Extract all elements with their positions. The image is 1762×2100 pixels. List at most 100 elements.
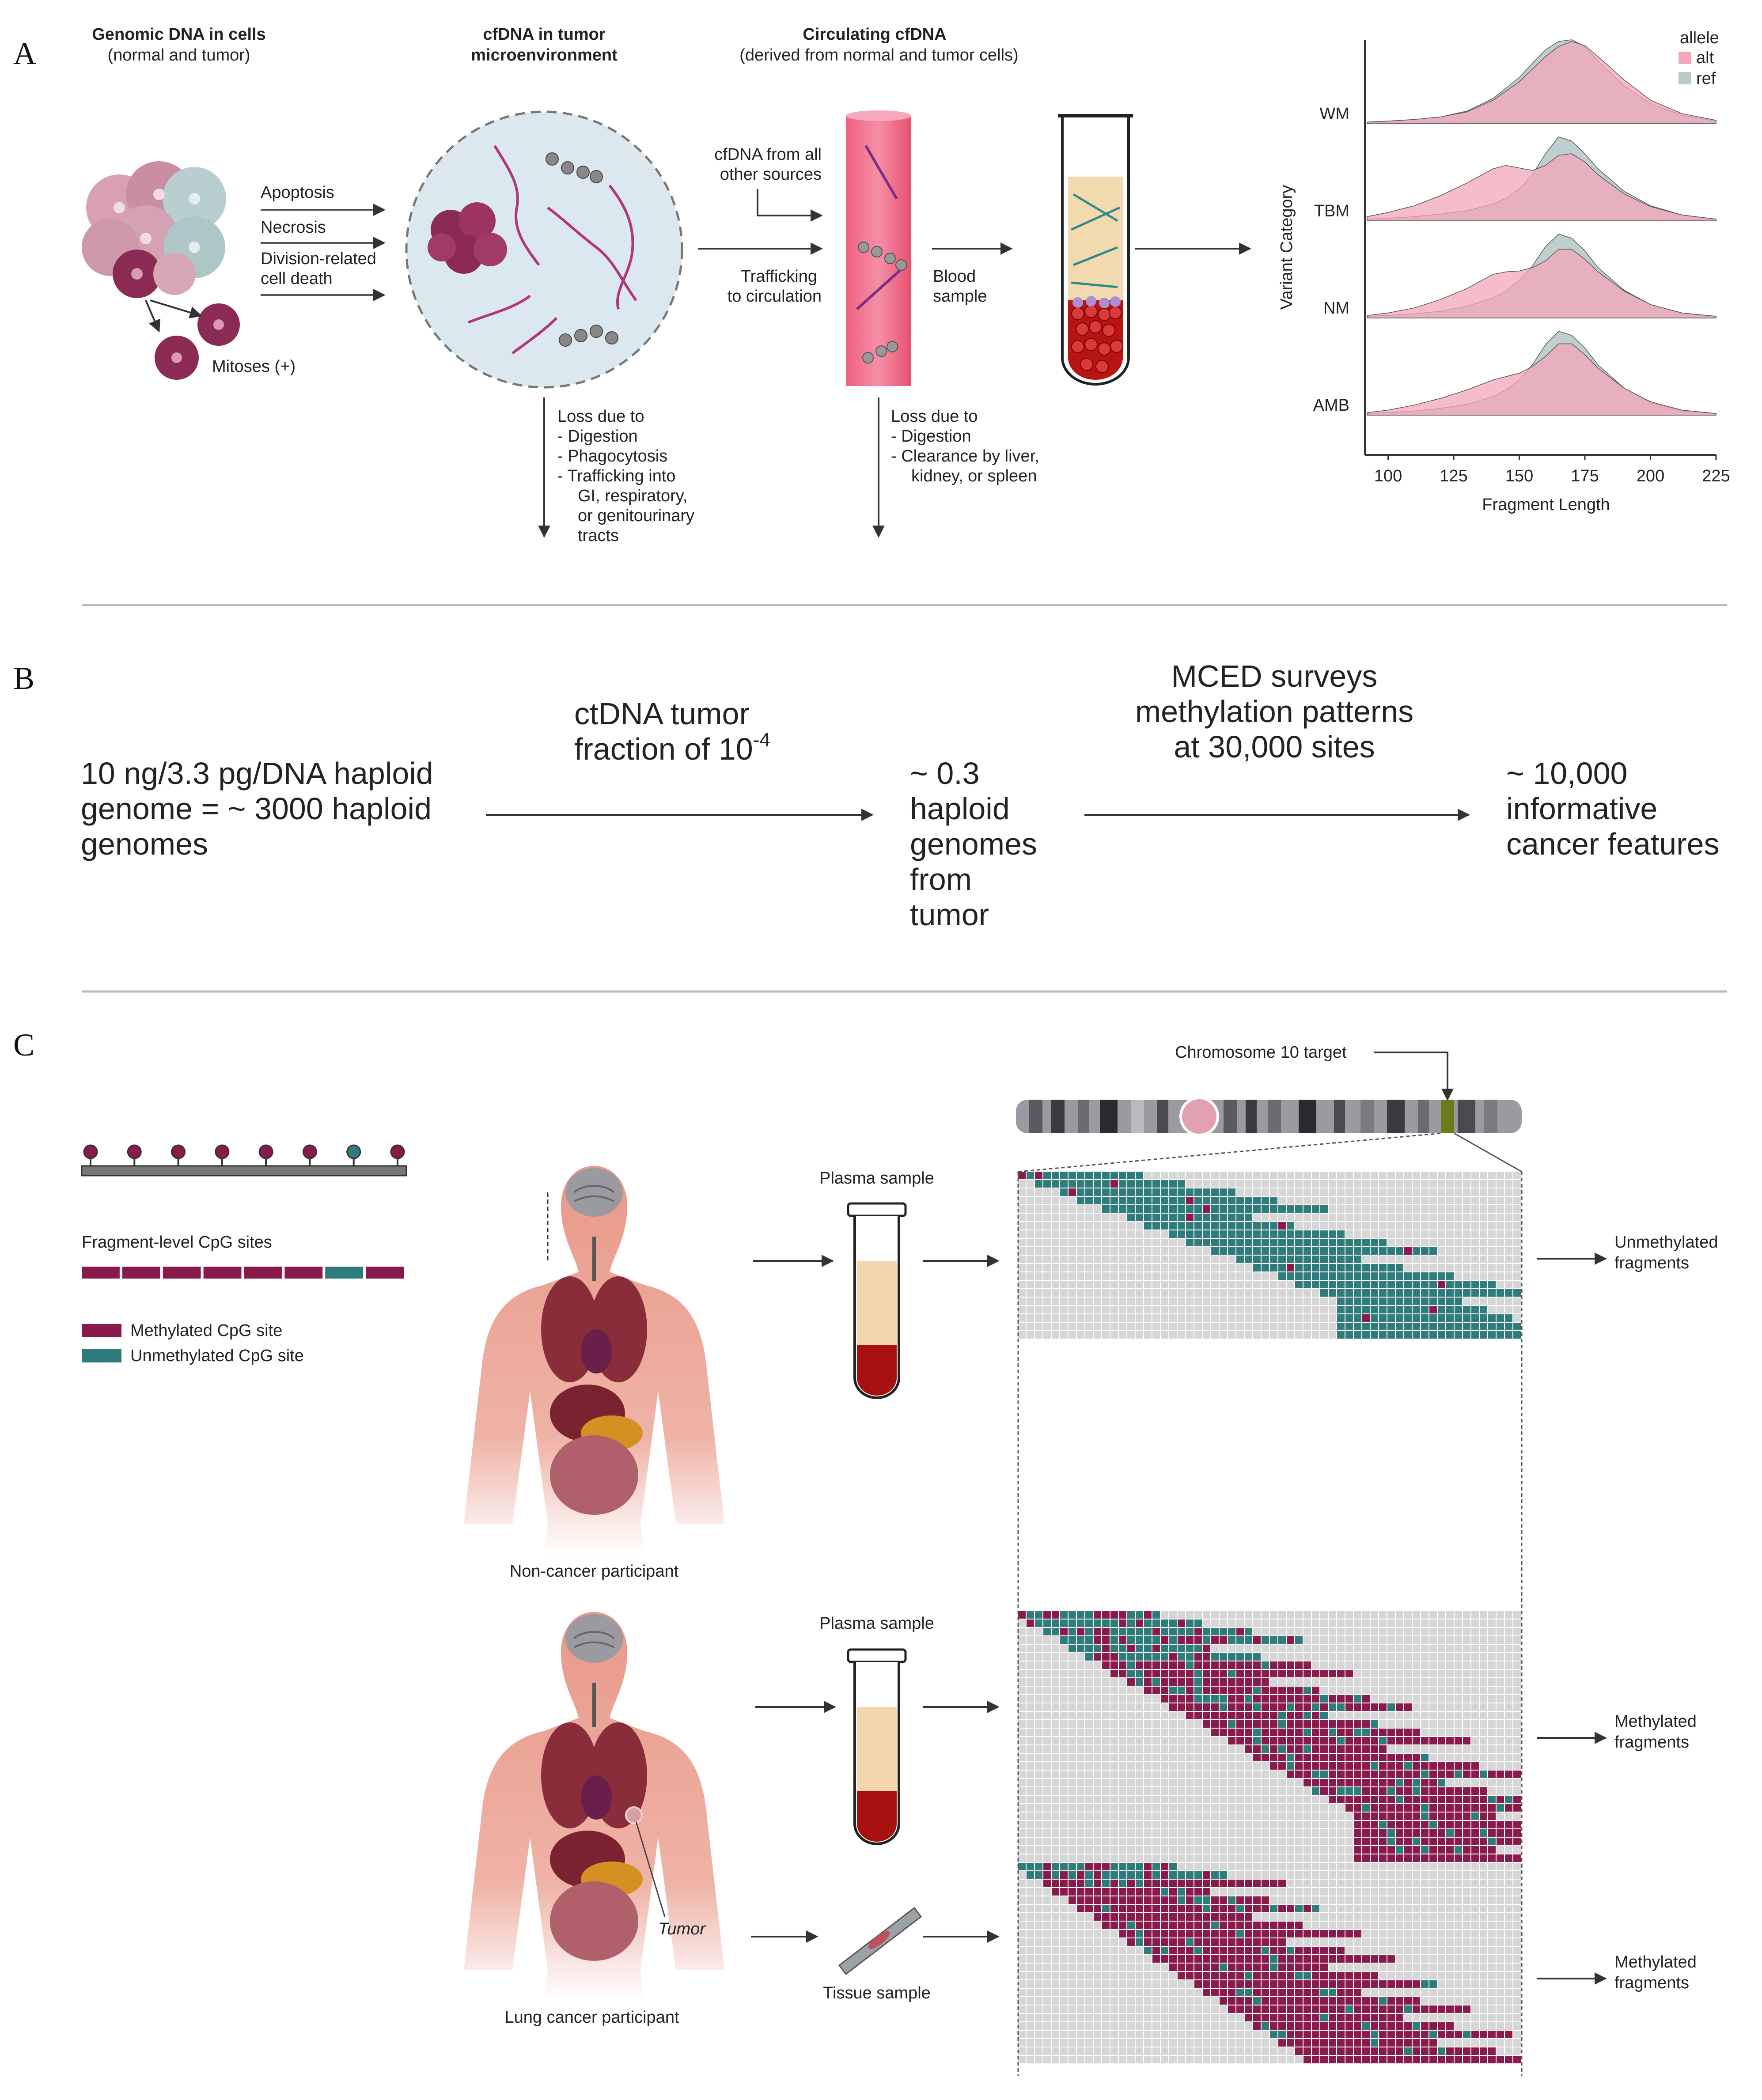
grid-cell bbox=[1077, 1239, 1084, 1246]
grid-cell bbox=[1295, 2031, 1303, 2038]
grid-cell bbox=[1228, 1829, 1235, 1837]
grid-cell bbox=[1119, 1712, 1126, 1719]
grid-cell bbox=[1236, 1281, 1244, 1288]
grid-cell bbox=[1077, 1846, 1084, 1854]
grid-cell bbox=[1429, 1745, 1437, 1753]
grid-cell bbox=[1161, 1272, 1168, 1280]
grid-cell bbox=[1136, 1745, 1143, 1753]
grid-cell bbox=[1228, 1863, 1235, 1870]
grid-cell bbox=[1119, 1729, 1126, 1736]
grid-cell bbox=[1253, 1230, 1261, 1238]
grid-cell bbox=[1387, 1854, 1395, 1862]
grid-cell bbox=[1211, 1272, 1219, 1280]
grid-cell bbox=[1446, 1754, 1454, 1761]
grid-cell bbox=[1404, 1256, 1412, 1263]
grid-cell bbox=[1413, 1628, 1420, 1635]
grid-cell bbox=[1119, 1796, 1126, 1803]
grid-cell bbox=[1127, 1272, 1135, 1280]
grid-cell bbox=[1194, 1256, 1202, 1263]
grid-cell bbox=[1178, 1922, 1185, 1929]
grid-cell bbox=[1304, 2047, 1311, 2055]
grid-cell bbox=[1236, 1964, 1244, 1971]
grid-cell bbox=[1270, 1771, 1277, 1778]
grid-cell bbox=[1488, 1754, 1496, 1761]
grid-cell bbox=[1304, 1989, 1311, 1996]
grid-cell bbox=[1035, 1687, 1042, 1694]
grid-cell bbox=[1270, 1888, 1277, 1896]
grid-cell bbox=[1371, 1913, 1378, 1921]
grid-cell bbox=[1421, 1214, 1429, 1221]
grid-cell bbox=[1253, 1997, 1261, 2005]
grid-cell bbox=[1027, 1980, 1034, 1988]
grid-cell bbox=[1312, 1771, 1319, 1778]
grid-cell bbox=[1077, 1972, 1084, 1979]
grid-cell bbox=[1228, 1289, 1235, 1297]
grid-cell bbox=[1463, 1678, 1470, 1686]
grid-cell bbox=[1094, 1829, 1101, 1837]
grid-cell bbox=[1194, 1938, 1202, 1946]
grid-cell bbox=[1320, 1787, 1328, 1795]
grid-cell bbox=[1161, 1754, 1168, 1761]
grid-cell bbox=[1270, 2022, 1277, 2030]
grid-cell bbox=[1387, 1863, 1395, 1870]
grid-cell bbox=[1345, 1955, 1353, 1963]
grid-cell bbox=[1320, 1670, 1328, 1677]
grid-cell bbox=[1253, 1938, 1261, 1946]
grid-cell bbox=[1438, 1670, 1445, 1677]
grid-cell bbox=[1161, 1729, 1168, 1736]
grid-cell bbox=[1379, 1762, 1387, 1770]
grid-cell bbox=[1253, 1896, 1261, 1904]
grid-cell bbox=[1069, 1955, 1076, 1963]
grid-cell bbox=[1404, 1804, 1412, 1812]
grid-cell bbox=[1203, 1972, 1210, 1979]
grid-cell bbox=[1471, 1846, 1479, 1854]
grid-cell bbox=[1027, 2014, 1034, 2021]
grid-cell bbox=[1152, 1188, 1160, 1196]
grid-cell bbox=[1497, 1796, 1504, 1803]
grid-cell bbox=[1446, 1745, 1454, 1753]
grid-cell bbox=[1488, 1762, 1496, 1770]
grid-cell bbox=[1027, 1703, 1034, 1711]
grid-cell bbox=[1480, 2022, 1487, 2030]
cpg-site bbox=[302, 1144, 317, 1159]
grid-cell bbox=[1119, 1653, 1126, 1661]
grid-cell bbox=[1052, 1922, 1059, 1929]
grid-cell bbox=[1404, 1703, 1412, 1711]
grid-cell bbox=[1043, 2014, 1051, 2021]
grid-cell bbox=[1505, 1703, 1512, 1711]
grid-cell bbox=[1513, 1989, 1521, 1996]
grid-cell bbox=[1228, 1938, 1235, 1946]
grid-cell bbox=[1052, 1314, 1059, 1322]
grid-cell bbox=[1236, 1754, 1244, 1761]
grid-cell bbox=[1497, 2005, 1504, 2013]
grid-cell bbox=[1119, 1239, 1126, 1246]
grid-cell bbox=[1211, 1214, 1219, 1221]
grid-cell bbox=[1136, 1281, 1143, 1288]
grid-cell bbox=[1077, 1695, 1084, 1703]
grid-cell bbox=[1211, 1678, 1219, 1686]
grid-cell bbox=[1052, 1180, 1059, 1188]
grid-cell bbox=[1488, 1636, 1496, 1644]
grid-cell bbox=[1471, 2022, 1479, 2030]
grid-cell bbox=[1497, 1880, 1504, 1887]
grid-cell bbox=[1161, 1247, 1168, 1255]
grid-cell bbox=[1220, 1678, 1227, 1686]
grid-cell bbox=[1513, 1256, 1521, 1263]
grid-cell bbox=[1119, 2005, 1126, 2013]
grid-cell bbox=[1337, 1661, 1345, 1669]
grid-cell bbox=[1228, 1972, 1235, 1979]
grid-cell bbox=[1413, 1331, 1420, 1339]
grid-cell bbox=[1018, 1298, 1026, 1305]
grid-cell bbox=[1513, 1712, 1521, 1719]
grid-cell bbox=[1236, 1846, 1244, 1854]
grid-cell bbox=[1245, 1628, 1252, 1635]
grid-cell bbox=[1144, 1838, 1152, 1845]
grid-cell bbox=[1035, 1678, 1042, 1686]
fragment-cpg-cell bbox=[82, 1267, 120, 1279]
grid-cell bbox=[1488, 1880, 1496, 1887]
grid-cell bbox=[1429, 1661, 1437, 1669]
grid-cell bbox=[1027, 1745, 1034, 1753]
grid-cell bbox=[1379, 1247, 1387, 1255]
grid-cell bbox=[1329, 1804, 1336, 1812]
grid-cell bbox=[1413, 1737, 1420, 1744]
